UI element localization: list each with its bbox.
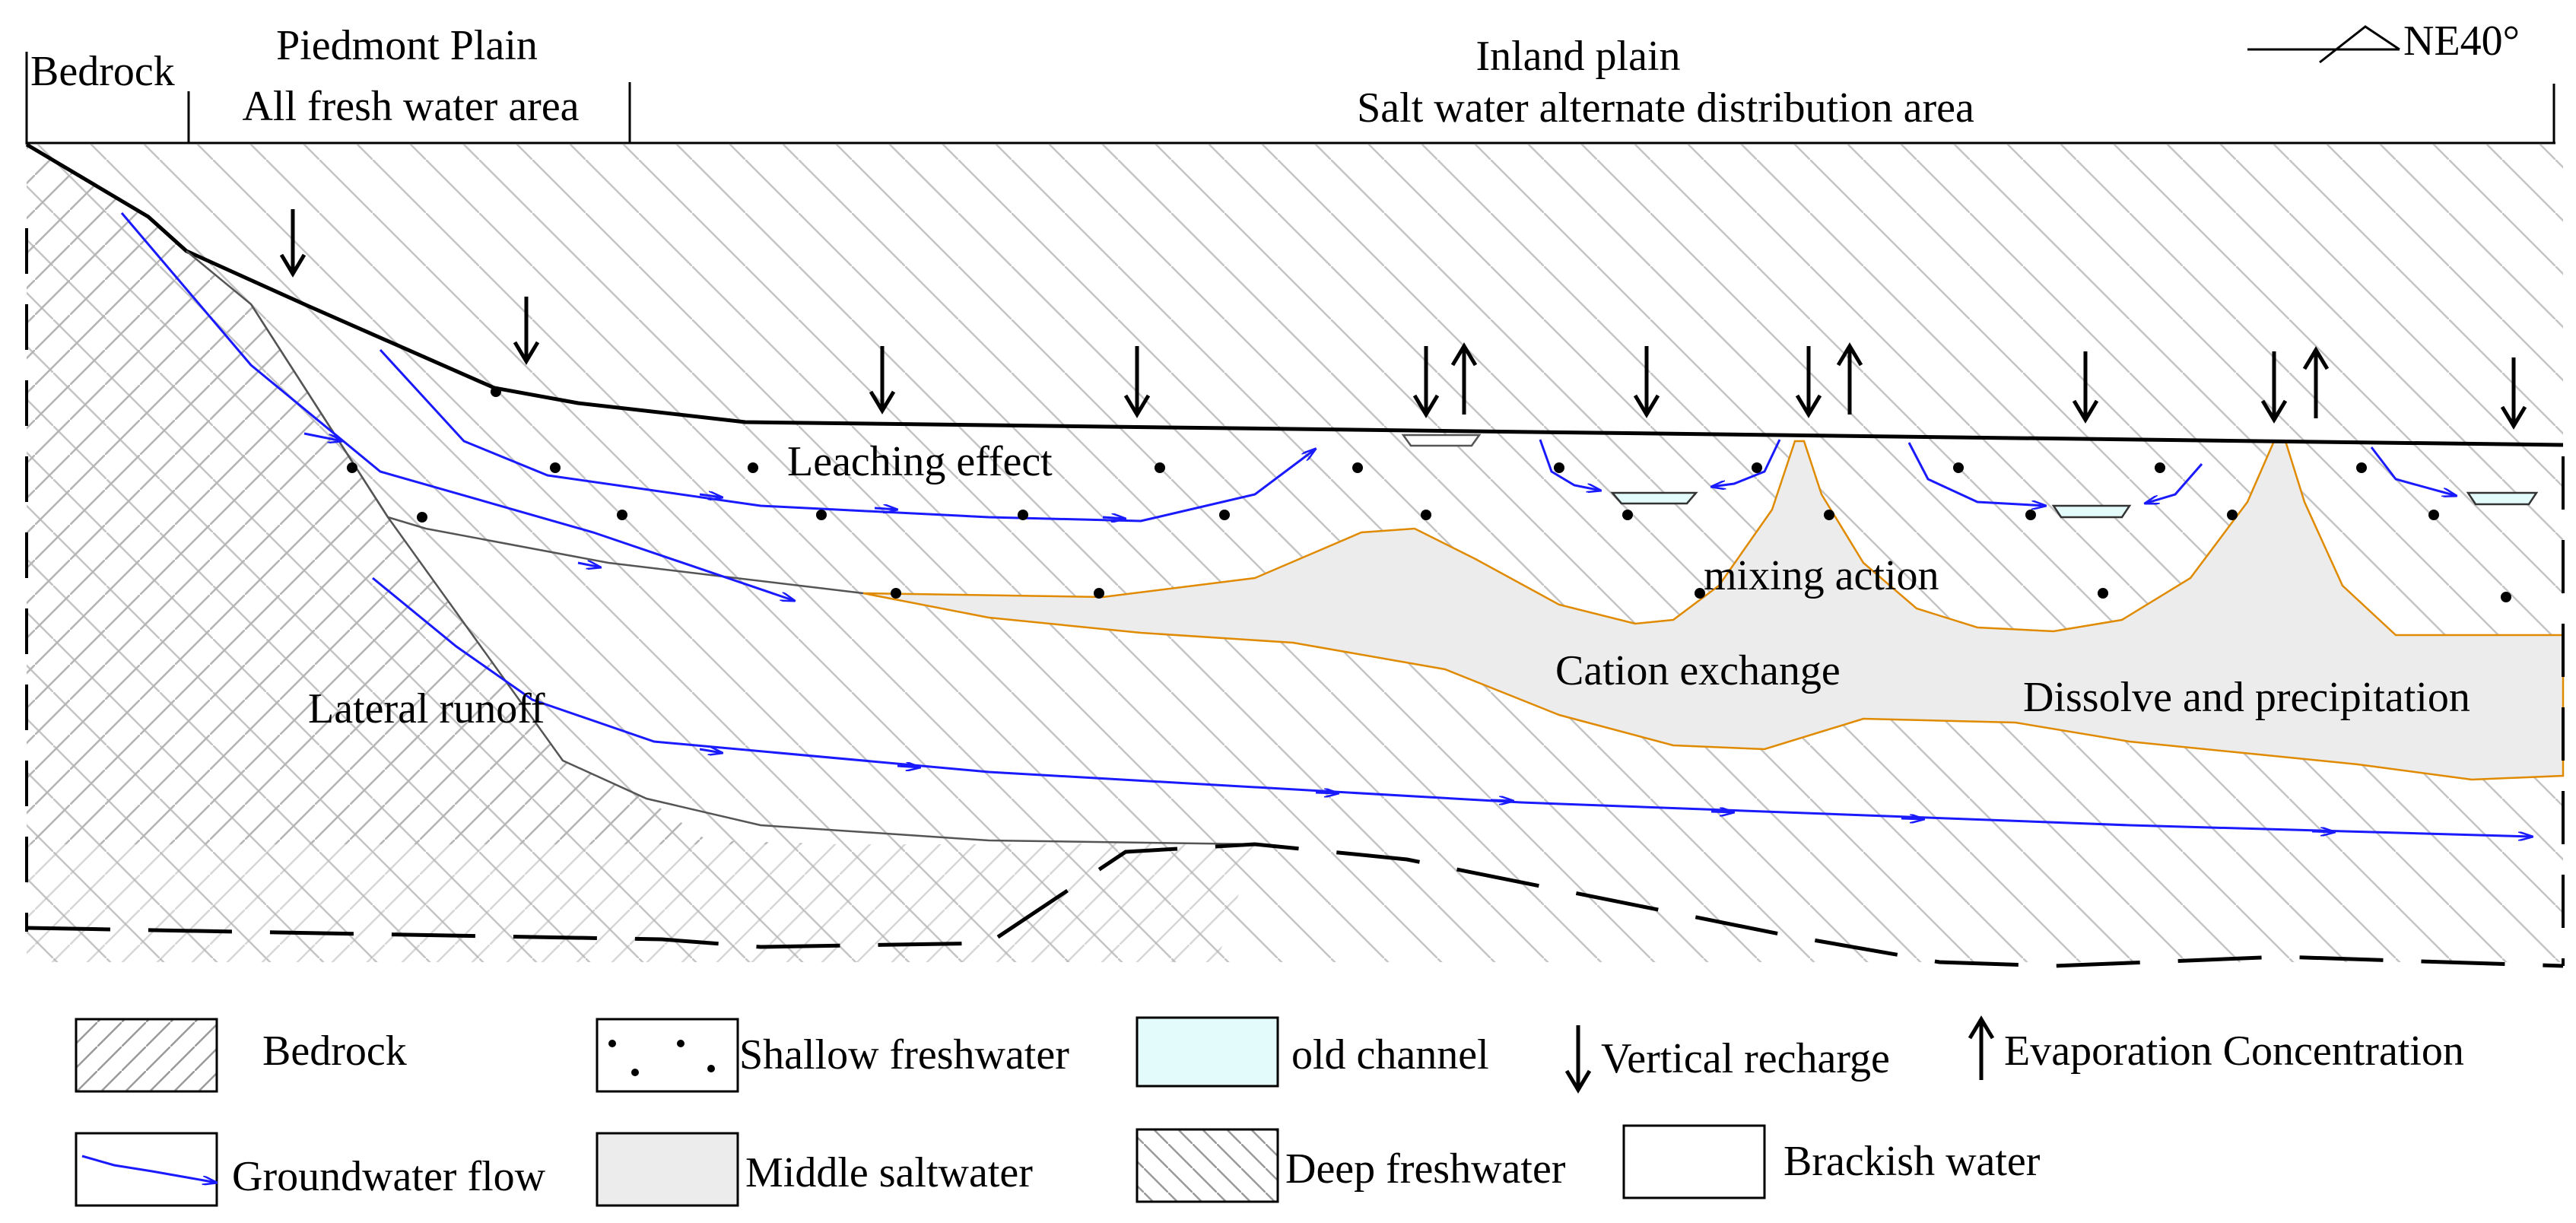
flow-mark-7 [897,766,920,767]
header-inland-subtitle: Salt water alternate distribution area [1357,84,1974,132]
flow-line-6 [1907,442,2046,506]
flow-mark-1 [303,432,342,441]
label-leaching-effect: Leaching effect [787,438,1053,485]
recharge-arrow-icon [2260,351,2288,424]
surface-channel-icon [1401,434,1482,447]
legend-evaporation-arrow-icon [1968,1015,1995,1080]
legend-label-evaporation: Evaporation Concentration [2004,1028,2464,1075]
recharge-arrow-icon [1795,346,1822,418]
flow-mark-4 [1102,517,1126,519]
recharge-arrow-icon [1412,346,1440,418]
legend-item-vertical-recharge: Vertical recharge [1564,1025,1890,1094]
deep-freshwater-zone [27,145,2563,962]
legend-label-groundwater-flow: Groundwater flow [232,1153,546,1200]
orientation-label: NE40° [2403,17,2520,65]
flow-mark-3 [874,508,897,510]
shallow-freshwater-dots [347,386,2511,602]
evaporation-arrows [1450,342,2330,418]
flow-line-3 [372,577,2533,837]
label-dissolve-precipitation: Dissolve and precipitation [2023,674,2470,721]
legend-label-old-channel: old channel [1291,1031,1489,1078]
flow-line-1 [120,212,795,601]
legend-item-bedrock: Bedrock [75,1018,407,1093]
legend-swatch-deep-freshwater [1136,1128,1279,1203]
header-inland-title: Inland plain [1475,33,1680,80]
legend-item-deep-freshwater: Deep freshwater [1136,1128,1566,1203]
flow-line-8 [2370,446,2457,496]
flow-mark-6 [699,749,723,753]
flow-mark-12 [2311,831,2335,832]
legend-flow-arrow-icon [81,1155,217,1183]
legend-item-old-channel: old channel [1136,1016,1489,1088]
legend-swatch-middle-saltwater [596,1132,739,1207]
recharge-arrow-icon [869,346,896,415]
header: Bedrock Piedmont Plain All fresh water a… [25,17,2555,145]
flow-mark-9 [1490,800,1514,801]
legend-label-deep-freshwater: Deep freshwater [1285,1145,1566,1193]
recharge-arrow-icon [2500,357,2527,430]
old-channel-2 [2051,504,2132,519]
flow-mark-2 [699,494,723,497]
legend-swatch-brackish-water [1622,1124,1766,1199]
legend: Bedrock Shallow freshwater old channel V… [75,1015,2464,1207]
deep-aquifer-boundary [249,303,1256,846]
north-arrow-icon [2247,25,2400,64]
legend-item-evaporation: Evaporation Concentration [1968,1015,2464,1080]
legend-swatch-bedrock [75,1018,218,1093]
middle-saltwater-zone [862,440,2565,781]
legend-label-shallow-freshwater: Shallow freshwater [739,1031,1069,1078]
evaporation-arrow-icon [2302,346,2330,418]
legend-label-middle-saltwater: Middle saltwater [745,1149,1033,1196]
legend-item-shallow-freshwater: Shallow freshwater [596,1018,1069,1093]
legend-dots-icon [608,1040,715,1076]
legend-recharge-arrow-icon [1564,1025,1592,1094]
legend-item-middle-saltwater: Middle saltwater [596,1132,1033,1207]
recharge-arrow-icon [1633,346,1660,418]
flow-line-2 [379,348,1316,523]
legend-item-groundwater-flow: Groundwater flow [75,1132,546,1207]
recharge-arrow-icon [279,209,307,278]
cross-section: Leaching effect mixing action Cation exc… [25,142,2565,968]
old-channel-3 [2466,491,2539,506]
label-lateral-runoff: Lateral runoff [308,685,545,732]
old-channel-1 [1610,491,1698,505]
legend-swatch-old-channel [1136,1016,1279,1088]
header-bedrock: Bedrock [30,48,175,95]
ground-surface [25,142,2564,447]
recharge-arrow-icon [513,297,540,365]
flow-line-5 [1711,439,1781,487]
evaporation-arrow-icon [1450,342,1478,415]
bedrock-zone-lower [27,145,1255,962]
flow-line-4 [1539,439,1601,491]
basement-boundary [26,842,2564,968]
flow-line-7 [2145,463,2203,503]
evaporation-arrow-icon [1836,342,1863,415]
shallow-aquifer-boundary [186,250,864,595]
groundwater-flow-lines [120,212,2533,837]
recharge-arrow-icon [1123,346,1151,418]
recharge-arrow-icon [2072,351,2099,424]
legend-swatch-shallow-freshwater [596,1018,739,1093]
header-piedmont-subtitle: All fresh water area [242,83,579,130]
legend-label-brackish-water: Brackish water [1784,1138,2041,1185]
legend-label-bedrock: Bedrock [262,1028,407,1075]
flow-mark-11 [1901,818,1924,819]
legend-item-brackish-water: Brackish water [1622,1124,2041,1199]
label-mixing-action: mixing action [1704,552,1939,599]
legend-label-vertical-recharge: Vertical recharge [1601,1035,1890,1082]
header-piedmont-title: Piedmont Plain [276,22,538,69]
flow-mark-5 [577,563,601,567]
vertical-recharge-arrows [279,209,2527,430]
label-cation-exchange: Cation exchange [1555,647,1841,694]
